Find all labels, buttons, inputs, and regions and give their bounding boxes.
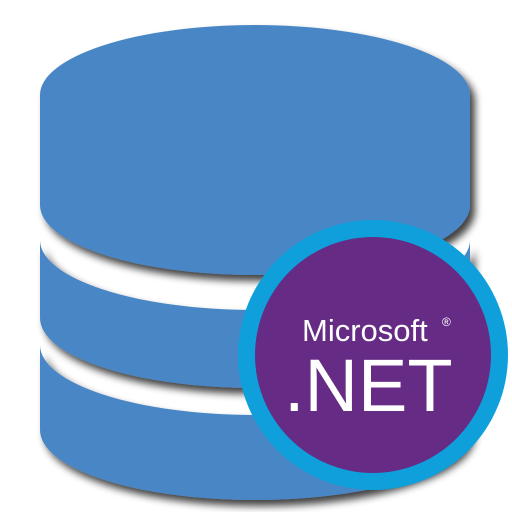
- badge-circle: [255, 237, 491, 473]
- dotnet-logo-badge: Microsoft ® .NET: [238, 220, 508, 490]
- badge-brand-text: Microsoft: [302, 313, 428, 348]
- badge-product-text: .NET: [284, 344, 453, 427]
- database-top-cap: [40, 25, 470, 165]
- badge-registered-mark: ®: [442, 315, 451, 329]
